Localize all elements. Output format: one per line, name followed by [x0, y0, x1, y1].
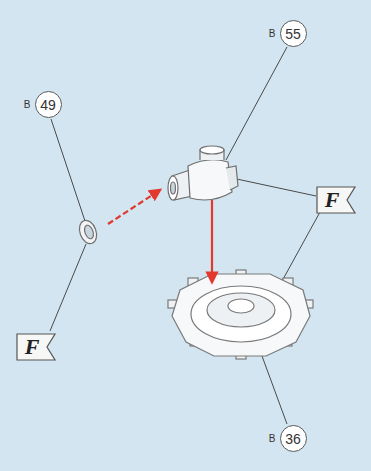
flag-marker: F: [16, 332, 56, 362]
callout-number: 49: [35, 91, 62, 118]
callout-bubble: B 49: [24, 91, 62, 118]
callout-number: 36: [280, 425, 307, 452]
valve-body: [188, 160, 232, 200]
motion-arrows: [108, 190, 212, 282]
gasket-rim: [172, 274, 310, 356]
ring-inner: [83, 224, 95, 240]
flag-letter: F: [325, 189, 340, 211]
leader-lines: [50, 47, 320, 424]
callout-bubble: B 36: [269, 425, 307, 452]
gasket-hole: [228, 299, 254, 313]
leader-line: [232, 178, 316, 196]
flag-outline: [17, 334, 55, 360]
valve-cap: [200, 146, 224, 154]
callout-bubble: B 55: [269, 20, 307, 47]
gasket-tabs: [168, 270, 313, 359]
gasket-ring: [191, 286, 291, 342]
leader-line: [51, 119, 85, 221]
gasket-inner: [207, 293, 275, 327]
callout-prefix: B: [269, 433, 276, 444]
callout-prefix: B: [269, 28, 276, 39]
motion-arrow: [108, 190, 160, 224]
callout-prefix: B: [24, 99, 31, 110]
valve-part: [168, 146, 238, 200]
valve-top: [200, 147, 224, 160]
leader-line: [226, 47, 287, 160]
valve-bore: [171, 182, 176, 194]
flag-outline: [317, 187, 355, 213]
leader-line: [262, 356, 287, 424]
gasket-part: [168, 270, 313, 359]
motion-arrow: [211, 200, 213, 282]
valve-nozzle-end: [168, 176, 178, 200]
flag-marker: F: [316, 185, 356, 215]
ring-outer: [76, 218, 99, 246]
ring-part: [76, 218, 99, 246]
callout-number: 55: [280, 20, 307, 47]
valve-side: [226, 166, 238, 190]
flag-letter: F: [25, 336, 40, 358]
leader-line: [50, 244, 86, 331]
